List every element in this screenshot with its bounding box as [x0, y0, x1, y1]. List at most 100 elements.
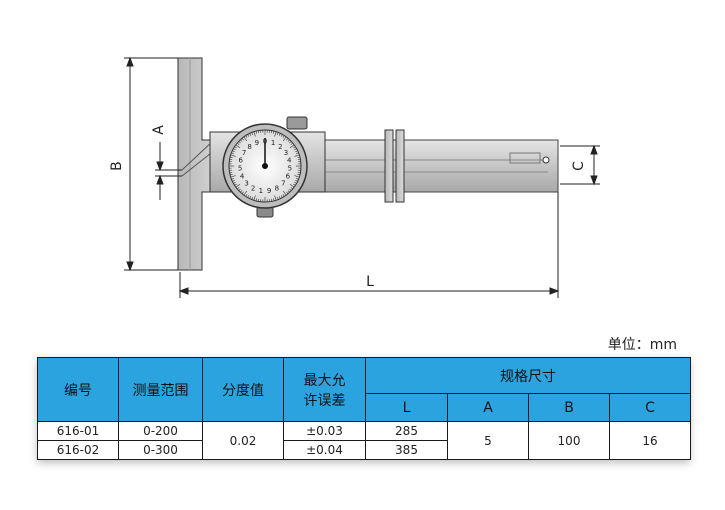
header-a: A — [447, 393, 529, 422]
header-spec: 规格尺寸 — [365, 357, 691, 394]
dial-tick — [274, 131, 277, 137]
dial-tick — [277, 132, 279, 135]
header-max-error: 最大允 许误差 — [283, 357, 366, 422]
dial-number: 1 — [271, 139, 275, 147]
dial-tick — [238, 188, 241, 191]
dimension-b — [124, 56, 178, 272]
dial-tick — [274, 195, 277, 201]
dial-tick — [240, 190, 243, 193]
dial-tick — [241, 191, 244, 194]
dial-tick — [238, 141, 241, 144]
dial-tick — [295, 150, 298, 153]
dial-tick — [249, 133, 252, 136]
dial-tick — [280, 195, 283, 198]
dial-hub — [262, 163, 268, 169]
dial-tick — [287, 190, 290, 193]
dial-tick — [235, 144, 241, 149]
dial-tick — [294, 148, 297, 151]
dial-tick — [280, 134, 283, 137]
header-error-line2: 许误差 — [303, 392, 346, 409]
dial-tick — [287, 139, 290, 142]
dim-b-label: B — [109, 161, 125, 171]
dial-tick — [255, 198, 257, 201]
dial-tick — [289, 144, 295, 149]
cell-resolution: 0.02 — [202, 421, 284, 460]
dial-tick — [290, 187, 293, 190]
dial-tick — [232, 179, 235, 182]
dial-tick — [282, 190, 287, 196]
dial-number: 2 — [251, 184, 255, 192]
dial-number: 7 — [281, 179, 285, 187]
dial-number: 6 — [239, 156, 244, 164]
dim-c-label: C — [571, 161, 587, 171]
dial-number: 4 — [240, 173, 245, 181]
dial-number: 2 — [278, 143, 282, 151]
cell-range: 0-300 — [118, 440, 203, 460]
dial-tick — [297, 156, 300, 158]
dial-tick — [247, 134, 250, 137]
dial-tick — [278, 133, 281, 136]
cell-l: 285 — [365, 421, 448, 441]
depth-gauge-drawing: 0123456789123456789 B A C L — [109, 56, 600, 298]
dial-tick — [294, 154, 300, 157]
dial-tick — [233, 148, 236, 151]
dial-tick — [255, 131, 257, 134]
dial-tick — [296, 178, 299, 180]
ruler-hole — [542, 156, 550, 164]
dimension-a — [155, 142, 182, 200]
dial-tick — [237, 187, 240, 190]
dial-tick — [234, 146, 237, 149]
header-code: 编号 — [37, 357, 119, 422]
cell-error: ±0.04 — [283, 440, 366, 460]
dial-tick — [231, 178, 234, 180]
dial-tick — [234, 183, 237, 186]
dim-l-label: L — [366, 274, 374, 290]
dimension-l — [178, 192, 560, 298]
header-error-line1: 最大允 — [303, 372, 346, 389]
dial-tick — [251, 132, 253, 135]
dial-tick — [282, 135, 285, 138]
table-row: 616-02 0-300 ±0.04 385 — [37, 440, 691, 460]
cell-error: ±0.03 — [283, 421, 366, 441]
dial-number: 1 — [259, 187, 263, 195]
dial-tick — [289, 183, 295, 188]
dial-tick — [241, 138, 244, 141]
dim-a-label: A — [151, 125, 167, 135]
dial-tick — [286, 138, 289, 141]
top-knob — [286, 116, 308, 130]
dial-tick — [230, 175, 236, 178]
dial-tick — [297, 174, 300, 176]
dial-number: 9 — [267, 187, 271, 195]
dial-tick — [289, 188, 292, 191]
dial-tick — [295, 179, 298, 182]
dial-tick — [243, 190, 248, 196]
dial-number: 9 — [255, 139, 259, 147]
dial-tick — [247, 195, 250, 198]
dial-tick — [230, 156, 233, 158]
cell-l: 385 — [365, 440, 448, 460]
dial-tick — [293, 146, 296, 149]
header-l: L — [365, 393, 448, 422]
dial-tick — [245, 194, 248, 197]
spec-table: 编号 测量范围 分度值 最大允 许误差 规格尺寸 L A B C 616-01 … — [37, 357, 691, 460]
dial-tick — [253, 195, 256, 201]
dial-tick — [296, 152, 299, 154]
dial-tick — [282, 194, 285, 197]
dial-number: 3 — [284, 149, 288, 157]
header-resolution: 分度值 — [202, 357, 284, 422]
dial-number: 8 — [275, 184, 279, 192]
dial-tick — [230, 174, 233, 176]
dial-tick — [232, 150, 235, 153]
spec-table-container: 编号 测量范围 分度值 最大允 许误差 规格尺寸 L A B C 616-01 … — [37, 357, 691, 460]
dial-number: 3 — [244, 179, 248, 187]
header-b: B — [528, 393, 610, 422]
table-row: 616-01 0-200 0.02 ±0.03 285 5 100 16 — [37, 421, 691, 460]
dial-number: 8 — [247, 143, 251, 151]
dial-tick — [294, 175, 300, 178]
cell-b: 100 — [528, 421, 610, 460]
dial-tick — [235, 183, 241, 188]
dial-tick — [233, 181, 236, 184]
cell-code: 616-01 — [37, 421, 119, 441]
dial-tick — [237, 142, 240, 145]
header-c: C — [609, 393, 691, 422]
